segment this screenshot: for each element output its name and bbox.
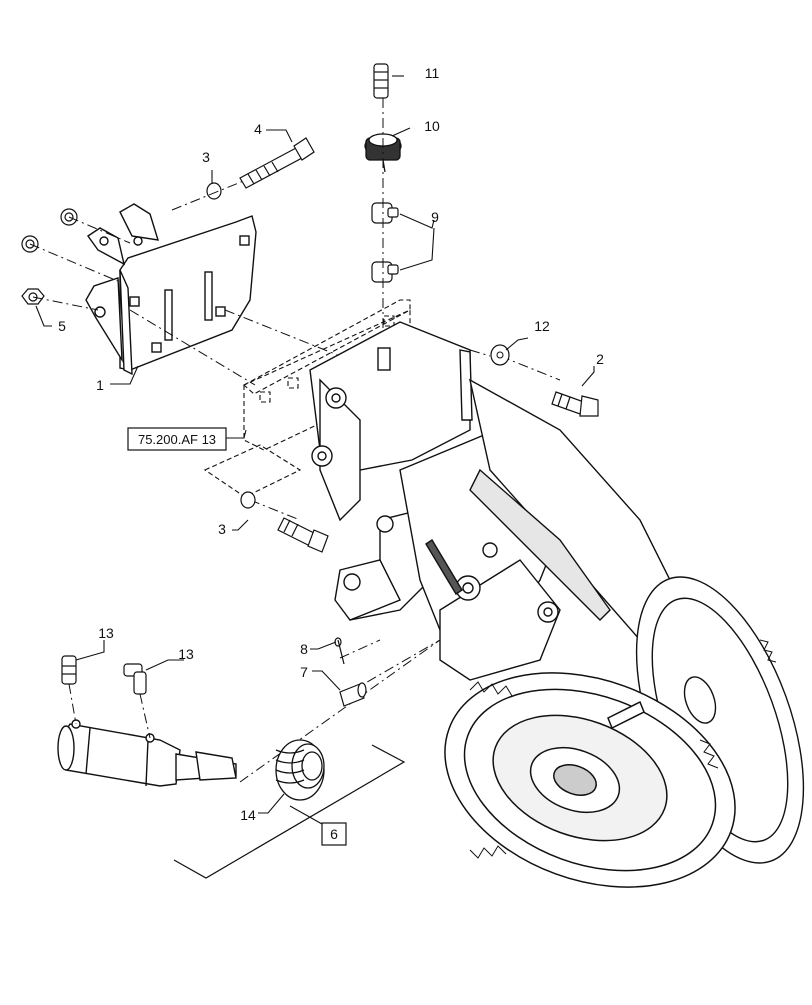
- callout-14: 14: [240, 807, 256, 823]
- callout-1: 1: [96, 377, 104, 393]
- callout-7: 7: [300, 664, 308, 680]
- callout-5: 5: [58, 318, 66, 334]
- callout-4: 4: [254, 121, 262, 137]
- callout-2: 2: [596, 351, 604, 367]
- fitting-13-right-line: [139, 693, 151, 739]
- callout-13-right: 13: [178, 646, 194, 662]
- boot-14: [275, 739, 325, 801]
- callouts: 1 2 3 3 4 5 7 8 9 10 11 12 13 13 14: [58, 65, 604, 823]
- callout-9: 9: [431, 209, 439, 225]
- wheel-treads: [469, 639, 777, 859]
- clip-pin-8: [334, 637, 345, 665]
- fitting-13-left: [61, 655, 77, 685]
- pin-7: [339, 682, 367, 707]
- flange-nuts: [21, 208, 78, 305]
- callout-6: 6: [330, 826, 338, 842]
- gauge-wheel: [444, 672, 736, 888]
- grease-zerk-11: [373, 63, 389, 99]
- callout-11: 11: [425, 65, 440, 81]
- alignment-lines: [29, 179, 561, 783]
- callout-8: 8: [300, 641, 308, 657]
- hydraulic-cylinder: [57, 719, 237, 787]
- clamp-9: [371, 202, 399, 283]
- reference-box-label: 75.200.AF 13: [138, 432, 216, 447]
- callout-13-left: 13: [98, 625, 114, 641]
- callout-12: 12: [534, 318, 550, 334]
- reference-box[interactable]: 75.200.AF 13: [127, 427, 227, 451]
- bolt-2: [551, 391, 599, 417]
- fitting-13-left-line: [68, 683, 77, 725]
- callout-3-bottom: 3: [218, 521, 226, 537]
- leader-lines: [35, 75, 595, 825]
- bolt-4: [239, 137, 315, 189]
- kit-bracket-6: [173, 744, 406, 879]
- callout-6-box: 6: [321, 822, 347, 846]
- washer-3-bottom: [240, 491, 256, 509]
- callout-10: 10: [424, 118, 440, 134]
- fitting-13-right: [123, 663, 147, 695]
- callout-3-top: 3: [202, 149, 210, 165]
- frame-reference: [203, 299, 411, 498]
- mounting-bracket: [85, 203, 257, 376]
- bolt-3-lower: [277, 517, 329, 553]
- washer-3-top: [206, 182, 222, 200]
